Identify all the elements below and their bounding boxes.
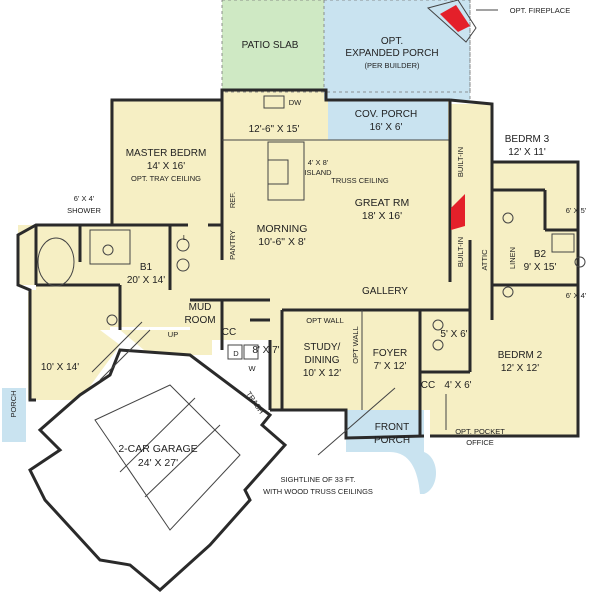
- opt-fireplace-label: OPT. FIREPLACE: [510, 6, 570, 15]
- island-label-1: 4' X 8': [308, 158, 329, 167]
- washer-label: W: [248, 364, 256, 373]
- gallery-label: GALLERY: [362, 286, 408, 297]
- room-fills: [2, 0, 578, 494]
- house-interior: [18, 90, 578, 438]
- ref-label: REF.: [228, 192, 237, 208]
- dw-label: DW: [289, 98, 302, 107]
- built-in-top-label: BUILT-IN: [456, 147, 465, 177]
- great-rm-dim: 18' X 16': [362, 210, 402, 222]
- porch-side-label: PORCH: [9, 390, 18, 417]
- garage: [28, 348, 288, 592]
- labels: OPT. FIREPLACE PATIO SLAB OPT. EXPANDED …: [9, 6, 587, 496]
- foyer-dim: 7' X 12': [374, 361, 407, 372]
- room-10x14-fill: [28, 292, 120, 400]
- l-label: L: [183, 233, 187, 242]
- dryer-label: D: [233, 349, 239, 358]
- covered-porch-fill: [328, 100, 448, 140]
- up-label: UP: [168, 330, 178, 339]
- bedrm2-name: BEDRM 2: [498, 350, 543, 361]
- room-10x14-label: 10' X 14': [41, 362, 79, 373]
- master-name: MASTER BEDRM: [126, 148, 207, 159]
- cc-foyer-label: CC: [421, 380, 435, 391]
- b2-dim: 9' X 15': [524, 262, 557, 273]
- bedrm2-dim: 12' X 12': [501, 363, 539, 374]
- kitchen-dim: 12'-6" X 15': [249, 124, 300, 135]
- side-porch-fill: [2, 388, 26, 442]
- sightline-label-1: SIGHTLINE OF 33 FT.: [280, 475, 355, 484]
- cov-porch-dim: 16' X 6': [370, 122, 403, 133]
- closet-6x4-label: 6' X 4': [566, 291, 587, 300]
- dryer: [243, 344, 259, 360]
- mud-label-1: MUD: [189, 302, 212, 313]
- opt-wall-h-label: OPT WALL: [306, 316, 344, 325]
- fireplaces: [426, 0, 498, 230]
- garage-slab: [28, 348, 288, 592]
- cov-porch-name: COV. PORCH: [355, 109, 417, 120]
- truss-ceiling-label: TRUSS CEILING: [331, 176, 389, 185]
- expanded-porch-label-3: (PER BUILDER): [364, 61, 420, 70]
- b1-dim: 20' X 14': [127, 275, 165, 286]
- tub: [37, 237, 75, 287]
- expanded-porch-label-1: OPT.: [381, 36, 403, 47]
- pocket-label-2: OFFICE: [466, 438, 494, 447]
- cc-mud-label: CC: [222, 327, 236, 338]
- study-dim: 10' X 12': [303, 368, 341, 379]
- study-label-2: DINING: [305, 355, 340, 366]
- interior-walls: [34, 100, 578, 436]
- mud-label-2: ROOM: [184, 315, 215, 326]
- master-dim: 14' X 16': [147, 161, 185, 172]
- shower-stall: [89, 229, 131, 265]
- laundry-dim: 8' X 7': [252, 345, 279, 356]
- garage-dim: 24' X 27': [138, 457, 178, 469]
- fireplace-icon: [451, 194, 465, 230]
- range: [267, 159, 289, 185]
- garage-name: 2-CAR GARAGE: [118, 443, 197, 455]
- island-label-2: ISLAND: [304, 168, 332, 177]
- morning-name: MORNING: [257, 223, 308, 235]
- b1-name: B1: [140, 262, 153, 273]
- attic-label: ATTIC: [480, 249, 489, 271]
- sink: [263, 95, 285, 109]
- bedrm3-name: BEDRM 3: [505, 134, 550, 145]
- pocket-label-1: OPT. POCKET: [455, 427, 505, 436]
- opt-wall-v-label: OPT WALL: [351, 326, 360, 364]
- shower-label-2: SHOWER: [67, 206, 101, 215]
- front-porch-fill: [346, 410, 436, 494]
- master-note: OPT. TRAY CEILING: [131, 174, 201, 183]
- study-label-1: STUDY/: [304, 342, 341, 353]
- sightline-label-2: WITH WOOD TRUSS CEILINGS: [263, 487, 373, 496]
- bedrm3-dim: 12' X 11': [508, 147, 546, 158]
- washer: [227, 344, 243, 360]
- great-rm-name: GREAT RM: [355, 197, 409, 209]
- porch-outlines: [221, 0, 471, 100]
- closet-6x5-label: 6' X 5': [566, 206, 587, 215]
- front-porch-label-2: PORCH: [374, 435, 410, 446]
- patio-slab-label: PATIO SLAB: [242, 40, 299, 51]
- built-in-bottom-label: BUILT-IN: [456, 237, 465, 267]
- exterior-walls: [16, 88, 580, 440]
- shower-label-1: 6' X 4': [74, 194, 95, 203]
- linen-label: LINEN: [508, 247, 517, 269]
- bath-5x6-label: 5' X 6': [440, 329, 467, 340]
- foyer-name: FOYER: [373, 348, 407, 359]
- sightline-pointer: [317, 387, 396, 456]
- morning-dim: 10'-6" X 8': [258, 236, 305, 248]
- pantry-label: PANTRY: [228, 230, 237, 260]
- patio-slab-fill: [222, 0, 324, 90]
- b2-name: B2: [534, 249, 547, 260]
- office-dim: 4' X 6': [444, 380, 471, 391]
- front-porch-label-1: FRONT: [375, 422, 409, 433]
- expanded-porch-label-2: EXPANDED PORCH: [345, 48, 438, 59]
- opt-fireplace-icon: [440, 5, 470, 32]
- b2-tub: [551, 233, 575, 253]
- fixtures: [37, 95, 586, 381]
